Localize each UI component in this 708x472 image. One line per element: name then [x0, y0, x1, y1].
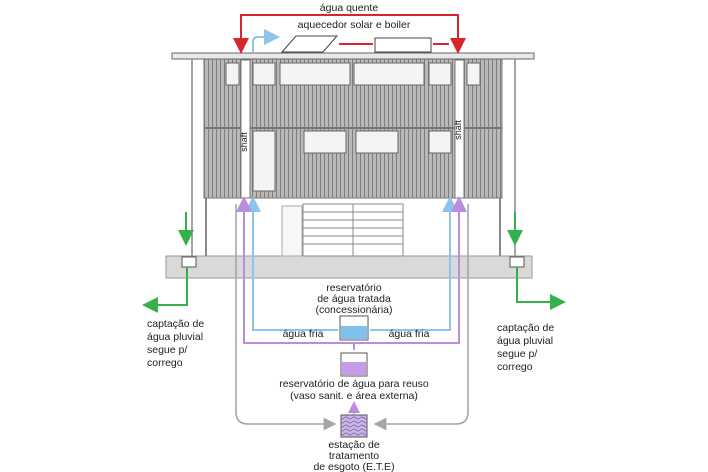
- rain-right-label-2: água pluvial: [497, 335, 553, 347]
- treated-tank-label-1: reservatório: [326, 282, 382, 294]
- rain-pipe-left: [142, 267, 188, 313]
- rain-pipe-right: [516, 267, 566, 310]
- solar-panel: [280, 35, 339, 53]
- cold-water-label-right: água fria: [389, 328, 430, 340]
- sewage-treatment-station: [340, 414, 368, 438]
- solar-heater-label: aquecedor solar e boiler: [298, 19, 411, 31]
- treated-tank-label-3: (concessionária): [315, 304, 392, 316]
- reuse-tank-label-2: (vaso sanit. e área externa): [290, 390, 418, 402]
- cold-water-label-left: água fria: [283, 328, 324, 340]
- reuse-water-tank: [340, 352, 368, 377]
- rain-left-label-1: captação de: [147, 318, 204, 330]
- sewage-pipe-left: [235, 204, 337, 431]
- reuse-pipe-right: [354, 196, 467, 344]
- cold-water-pipe-left: [245, 196, 338, 331]
- ete-label-2: tratamento: [329, 450, 379, 462]
- rain-right-label-1: captação de: [497, 322, 554, 334]
- cold-to-panel-pipe: [252, 29, 280, 52]
- treated-water-tank: [339, 315, 369, 341]
- rain-left-label-2: água pluvial: [147, 331, 203, 343]
- roof: [171, 52, 535, 60]
- shaft-left-label: shaft: [239, 132, 249, 152]
- boiler: [374, 37, 432, 53]
- shaft-left: [240, 59, 251, 199]
- rain-left-label-4: corrego: [147, 357, 183, 369]
- reuse-pipe-left: [236, 196, 355, 350]
- cold-water-pipe-right: [370, 196, 458, 331]
- door: [252, 130, 276, 192]
- ete-label-1: estação de: [328, 439, 380, 451]
- ete-label-3: de esgoto (E.T.E): [313, 461, 394, 472]
- rain-right-label-4: corrego: [497, 361, 533, 373]
- shaft-right-label: shaft: [453, 120, 463, 140]
- rain-box-left: [181, 256, 197, 268]
- sewage-pipe-right: [373, 204, 469, 431]
- reuse-tank-label-1: reservatório de água para reuso: [279, 378, 429, 390]
- ground-slab: [165, 255, 533, 279]
- rain-right-label-3: segue p/: [497, 348, 537, 360]
- treated-tank-label-2: de água tratada: [317, 293, 391, 305]
- building: [171, 52, 535, 257]
- hot-water-label: água quente: [320, 2, 379, 14]
- rain-box-right: [509, 256, 525, 268]
- rain-left-label-3: segue p/: [147, 344, 187, 356]
